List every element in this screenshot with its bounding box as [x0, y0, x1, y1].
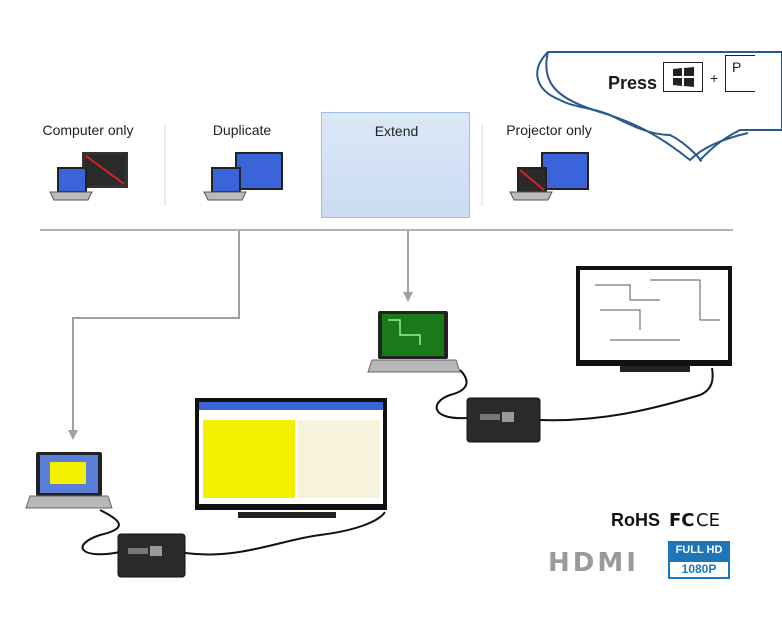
mode-label-duplicate: Duplicate — [212, 122, 272, 138]
hdmi-converter-box — [117, 533, 186, 578]
laptop-duplicate — [25, 452, 113, 509]
resolution-badge: 1080P — [668, 560, 730, 579]
mode-label-computer-only: Computer only — [42, 122, 134, 138]
p-key-letter: P — [732, 59, 742, 75]
duplicate-icon — [203, 152, 283, 201]
p-key: P — [725, 55, 755, 92]
arrowhead-icon — [403, 292, 413, 302]
hdmi-converter-box — [466, 397, 541, 443]
rohs-logo: RoHS — [611, 510, 660, 530]
windows-key — [663, 62, 703, 92]
tv-schematic — [576, 266, 732, 372]
speech-bubble-tail — [545, 51, 749, 162]
mode-option-extend[interactable]: Extend — [321, 112, 470, 218]
mode-option-projector-only[interactable]: Projector only — [494, 112, 604, 218]
mode-label-extend: Extend — [374, 123, 419, 139]
hdmi-logo: HDMI — [548, 548, 639, 578]
cable — [184, 511, 386, 556]
full-hd-badge: FULL HD — [668, 541, 730, 560]
mode-label-projector-only: Projector only — [506, 122, 592, 138]
tv-spreadsheet — [195, 398, 387, 518]
ce-logo: CE — [696, 510, 720, 531]
computer-only-icon — [49, 152, 128, 201]
connector-arrow-duplicate — [72, 231, 240, 432]
cable — [81, 509, 121, 556]
projector-only-icon — [509, 152, 589, 201]
cable — [435, 369, 468, 420]
windows-logo-icon — [673, 67, 694, 87]
cable — [539, 367, 714, 422]
arrowhead-icon — [68, 430, 78, 440]
mode-option-computer-only[interactable]: Computer only — [33, 112, 143, 218]
fc-logo: FC — [669, 510, 695, 531]
press-label: Press — [608, 73, 658, 93]
plus-sign: + — [710, 70, 719, 86]
laptop-extend — [367, 311, 461, 373]
mode-option-duplicate[interactable]: Duplicate — [187, 112, 297, 218]
